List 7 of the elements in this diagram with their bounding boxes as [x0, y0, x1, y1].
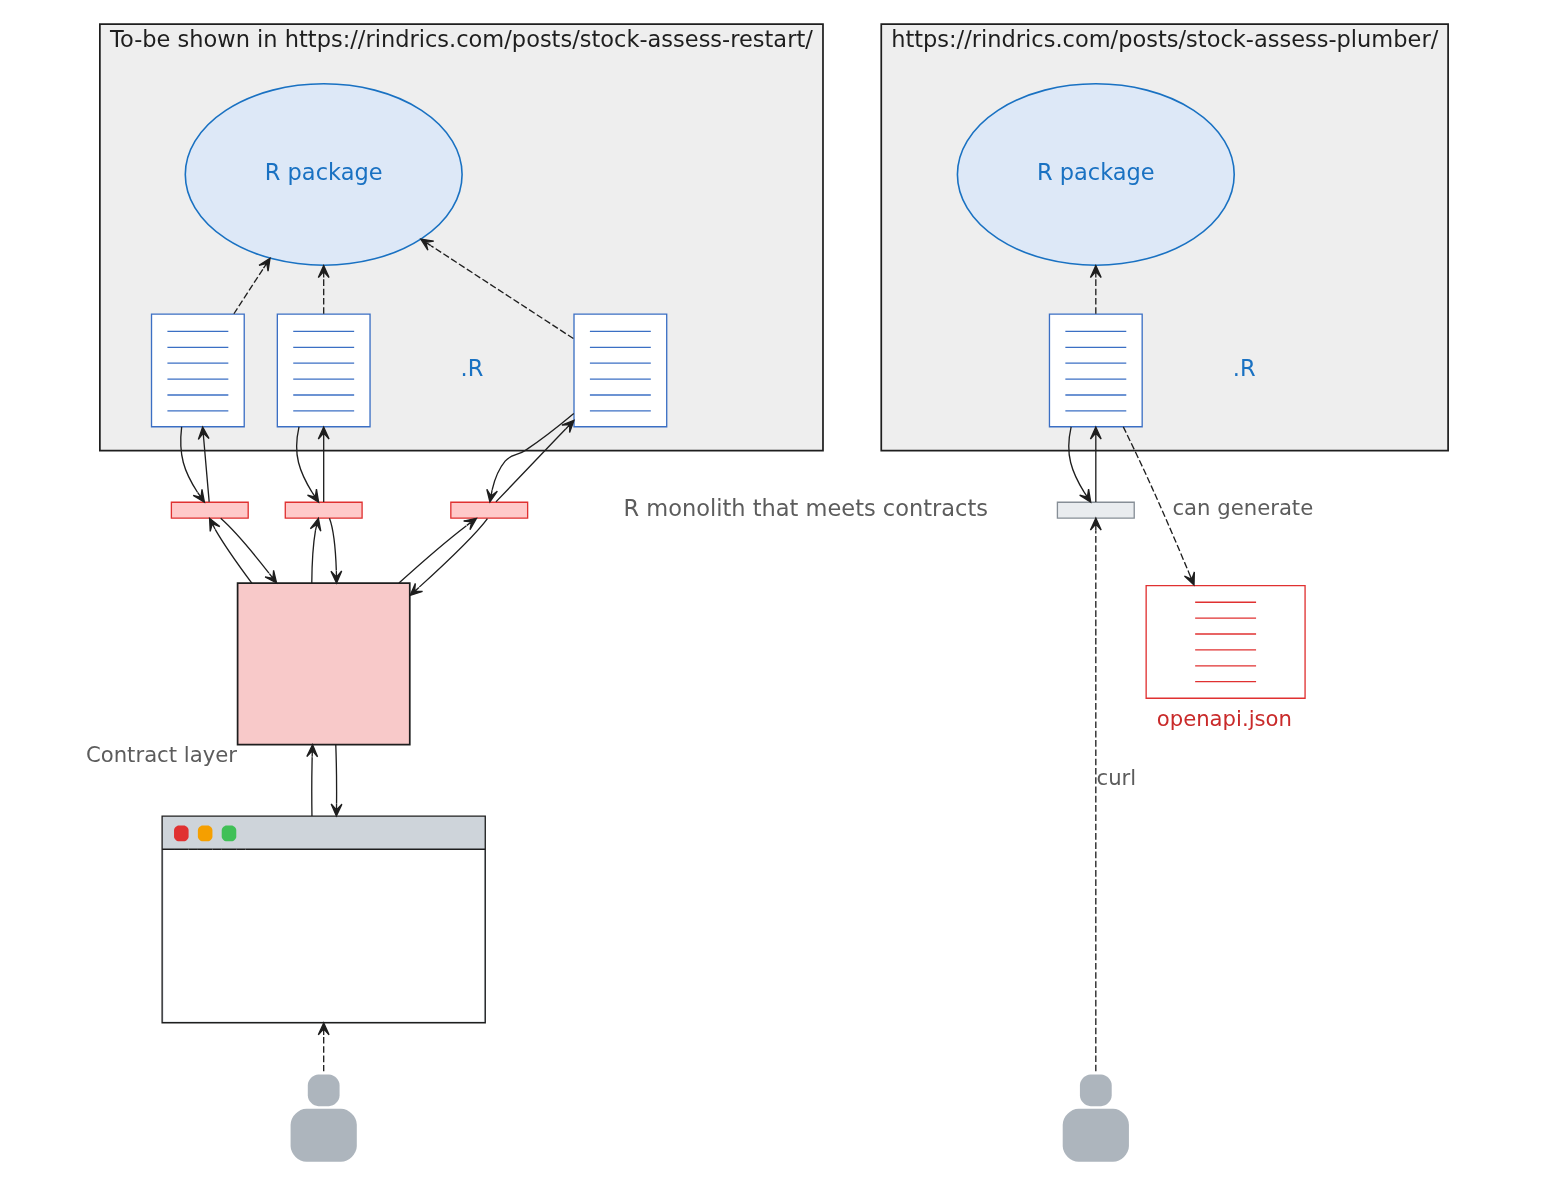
label: .R — [1232, 354, 1256, 381]
label: .R — [460, 354, 484, 381]
edge-label: curl — [1096, 765, 1137, 791]
node-label: Contract layer — [85, 741, 237, 767]
node-label: openapi.json — [1156, 705, 1292, 731]
label: R monolith that meets contracts — [623, 494, 989, 521]
edge-label: can generate — [1172, 495, 1314, 521]
